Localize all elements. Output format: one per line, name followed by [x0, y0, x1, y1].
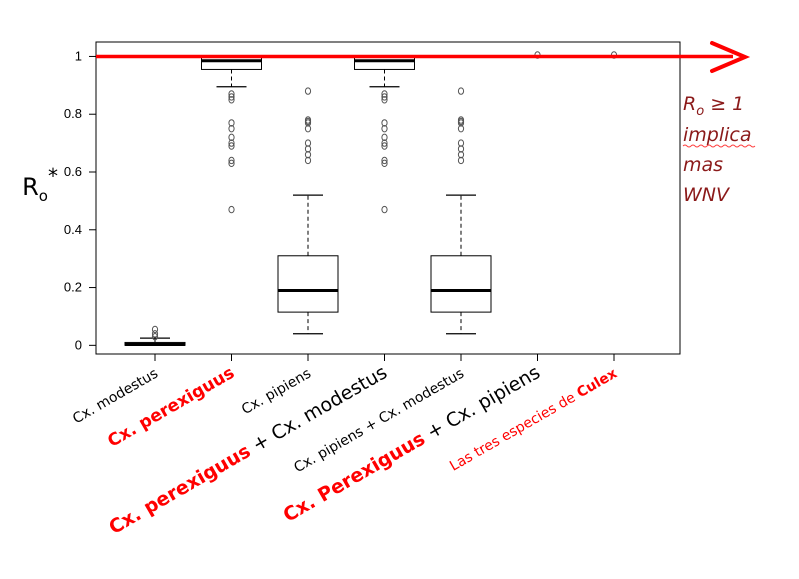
- outlier-point: [457, 139, 465, 147]
- box-iqr: [277, 255, 339, 313]
- y-tick-label: 1: [75, 48, 82, 63]
- annotation-ge: ≥ 1: [704, 93, 744, 115]
- outlier-point: [457, 124, 465, 133]
- box-iqr: [201, 55, 262, 70]
- x-category-label-part: Culex: [574, 366, 620, 402]
- outlier-point: [151, 325, 159, 334]
- outlier-point: [304, 139, 312, 147]
- box-group: [124, 325, 186, 346]
- outlier-point: [457, 150, 465, 159]
- outlier-point: [381, 205, 388, 214]
- y-tick-label: 0.4: [64, 222, 82, 237]
- y-tick-label: 0.8: [64, 106, 82, 121]
- outlier-point: [457, 156, 465, 165]
- y-tick-label: 0: [75, 337, 82, 352]
- box-group: [430, 87, 492, 335]
- annotation-line-1: Ro ≥ 1: [683, 93, 744, 119]
- outlier-point: [457, 119, 465, 127]
- outlier-point: [381, 142, 388, 150]
- box-iqr: [354, 55, 415, 70]
- annotation-r-sub: o: [696, 104, 704, 119]
- annotation-line-3: mas: [683, 154, 723, 176]
- y-axis-label-sub: o: [39, 187, 48, 205]
- outlier-point: [228, 142, 235, 150]
- box-group: [201, 55, 262, 214]
- annotation-line-2: implica: [683, 124, 752, 146]
- outlier-point: [457, 87, 465, 95]
- outlier-point: [228, 96, 235, 104]
- box-iqr: [430, 255, 492, 313]
- threshold-arrow-head: [710, 41, 751, 73]
- outlier-point: [228, 119, 235, 127]
- outlier-point: [304, 87, 312, 95]
- y-axis-label-main: R: [22, 173, 39, 201]
- outlier-point: [228, 90, 235, 98]
- outlier-point: [381, 159, 388, 168]
- outlier-point: [304, 124, 312, 133]
- outlier-point: [381, 124, 388, 133]
- outlier-point: [151, 332, 159, 341]
- y-axis-label-sup: *: [48, 164, 58, 188]
- x-category-label-part: Cx. perexiguus: [104, 363, 238, 452]
- outlier-point: [304, 150, 312, 159]
- outlier-point: [228, 139, 235, 147]
- outlier-point: [228, 93, 235, 101]
- outlier-point: [304, 119, 312, 127]
- y-tick-label: 0.6: [64, 164, 82, 179]
- box-group: [277, 87, 339, 335]
- outlier-point: [381, 96, 388, 104]
- outlier-point: [381, 139, 388, 147]
- outlier-point: [304, 156, 312, 165]
- outlier-point: [381, 119, 388, 127]
- x-category-label-part: Cx. perexiguus: [105, 440, 254, 539]
- plot-frame: [95, 41, 681, 355]
- y-axis-label: Ro*: [22, 164, 58, 205]
- outlier-point: [151, 330, 159, 338]
- outlier-point: [228, 133, 235, 142]
- outlier-point: [381, 156, 388, 165]
- outlier-point: [228, 156, 235, 165]
- plot-layer: [89, 41, 751, 361]
- outlier-point: [228, 159, 235, 168]
- outlier-point: [457, 145, 465, 153]
- x-category-label: Cx. perexiguus: [104, 363, 238, 452]
- outlier-point: [228, 124, 235, 133]
- x-category-label-part: + Cx. modestus: [243, 361, 391, 459]
- outlier-point: [381, 93, 388, 101]
- y-tick-label: 0.2: [64, 280, 82, 295]
- outlier-point: [228, 205, 235, 214]
- outlier-point: [381, 90, 388, 98]
- annotation-spellcheck-underline: [682, 144, 756, 148]
- outlier-point: [304, 145, 312, 153]
- annotation-line-4: WNV: [683, 184, 731, 206]
- box-group: [354, 55, 415, 214]
- annotation-r: R: [683, 93, 696, 115]
- threshold-annotation: Ro ≥ 1 implica mas WNV: [682, 93, 756, 206]
- x-category-label: Cx. perexiguus + Cx. modestus: [105, 361, 391, 539]
- outlier-point: [381, 133, 388, 142]
